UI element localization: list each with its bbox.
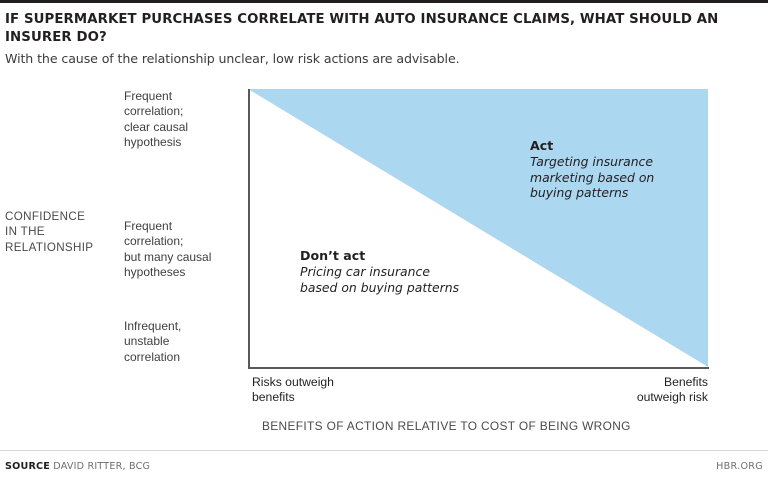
dont-act-region-shape — [248, 89, 708, 367]
brand-mark: HBR.ORG — [716, 460, 763, 472]
x-right-line-1: Benefits — [663, 375, 708, 389]
x-axis-tick-label-left: Risks outweigh benefits — [252, 375, 452, 406]
source-credit: SOURCE DAVID RITTER, BCG — [5, 461, 150, 472]
chart-header: IF SUPERMARKET PURCHASES CORRELATE WITH … — [5, 11, 745, 67]
annotation-act-line-2: marketing based on — [530, 169, 655, 185]
y-tick-1-line-3: but many causal — [124, 249, 212, 264]
x-left-line-2: benefits — [252, 390, 295, 405]
annotation-dont-act: Don’t act Pricing car insurance based on… — [300, 248, 510, 295]
y-tick-1-line-4: hypotheses — [124, 265, 186, 280]
plot-area — [248, 89, 708, 367]
x-axis-title: BENEFITS OF ACTION RELATIVE TO COST OF B… — [262, 419, 631, 433]
y-tick-1-line-2: correlation; — [124, 234, 184, 249]
annotation-act: Act Targeting insurance marketing based … — [530, 138, 705, 201]
source-value: DAVID RITTER, BCG — [53, 460, 151, 472]
page-subtitle: With the cause of the relationship uncle… — [5, 51, 460, 66]
y-axis-tick-label-mid: Frequent correlation; but many causal hy… — [124, 219, 246, 281]
y-axis-title-line-3: RELATIONSHIP — [5, 240, 94, 254]
y-tick-2-line-2: unstable — [124, 334, 170, 349]
y-tick-0-line-4: hypothesis — [124, 135, 182, 150]
y-tick-0-line-2: correlation; — [124, 104, 184, 119]
y-axis-line — [248, 89, 250, 369]
y-axis-title-line-2: IN THE — [5, 225, 45, 239]
region-shapes — [248, 89, 708, 367]
y-tick-0-line-1: Frequent — [124, 89, 173, 103]
y-tick-2-line-3: correlation — [124, 349, 181, 364]
y-tick-0-line-3: clear causal — [124, 119, 189, 134]
chart-footer: SOURCE DAVID RITTER, BCG HBR.ORG — [5, 459, 763, 473]
x-axis-tick-label-right: Benefits outweigh risk — [508, 375, 708, 406]
y-axis-title: CONFIDENCE IN THE RELATIONSHIP — [5, 209, 120, 255]
y-axis-tick-label-low: Infrequent, unstable correlation — [124, 319, 246, 365]
y-axis-title-line-1: CONFIDENCE — [5, 210, 86, 223]
x-axis-line — [248, 367, 709, 369]
page-title: IF SUPERMARKET PURCHASES CORRELATE WITH … — [5, 12, 719, 45]
annotation-dont-act-line-1: Pricing car insurance — [300, 264, 430, 279]
y-tick-2-line-1: Infrequent, — [124, 319, 182, 333]
source-label: SOURCE — [5, 460, 51, 472]
annotation-act-line-3: buying patterns — [530, 185, 629, 201]
annotation-dont-act-line-2: based on buying patterns — [300, 279, 460, 295]
y-tick-1-line-1: Frequent — [124, 219, 173, 233]
annotation-dont-act-lead: Don’t act — [300, 248, 366, 263]
x-left-line-1: Risks outweigh — [252, 375, 334, 389]
y-axis-tick-label-high: Frequent correlation; clear causal hypot… — [124, 89, 246, 151]
x-right-line-2: outweigh risk — [636, 390, 708, 405]
top-rule — [0, 0, 768, 3]
annotation-act-line-1: Targeting insurance — [530, 154, 653, 169]
footer-divider — [0, 450, 768, 451]
annotation-act-lead: Act — [530, 138, 554, 153]
